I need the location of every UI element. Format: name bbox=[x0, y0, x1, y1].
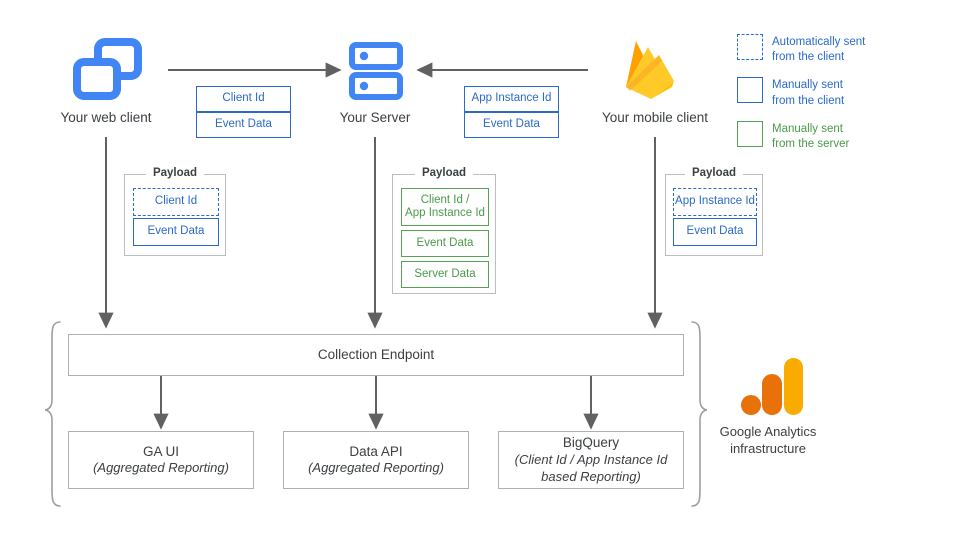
infrastructure-caption-line2: infrastructure bbox=[730, 440, 806, 456]
mobile-client-label: Your mobile client bbox=[601, 110, 709, 125]
server-icon bbox=[349, 42, 403, 100]
chip-web-client-id: Client Id bbox=[196, 86, 291, 112]
chip-mobile-app-instance-id: App Instance Id bbox=[464, 86, 559, 112]
collection-endpoint-label: Collection Endpoint bbox=[317, 347, 435, 363]
output-bigquery-title: BigQuery bbox=[562, 435, 620, 451]
legend-swatch-dashed-blue bbox=[737, 34, 763, 60]
collection-endpoint-box: Collection Endpoint bbox=[68, 334, 684, 376]
infrastructure-brace-right bbox=[691, 321, 708, 507]
payload-web-client-legend: Payload bbox=[145, 167, 205, 179]
output-box-bigquery: BigQuery (Client Id / App Instance Id ba… bbox=[498, 431, 684, 489]
legend: Automatically sent from the client Manua… bbox=[737, 34, 952, 152]
output-data-api-title: Data API bbox=[349, 443, 403, 459]
payload-server-item-event-data: Event Data bbox=[401, 230, 489, 257]
payload-server-item-ids-line2: App Instance Id bbox=[405, 207, 485, 219]
payload-server: Payload Client Id / App Instance Id Even… bbox=[392, 167, 496, 294]
payload-web-item-event-data: Event Data bbox=[133, 218, 219, 246]
payload-web-client: Payload Client Id Event Data bbox=[124, 167, 226, 256]
chip-mobile-event-data: Event Data bbox=[464, 112, 559, 138]
legend-label-manual-server-line1: Manually sent bbox=[772, 122, 843, 135]
legend-swatch-solid-green bbox=[737, 120, 763, 147]
infrastructure-caption-line1: Google Analytics bbox=[719, 424, 817, 439]
legend-item-manual-server: Manually sent from the server bbox=[737, 120, 952, 152]
output-bigquery-subtitle2: based Reporting) bbox=[541, 468, 641, 484]
payload-web-item-client-id: Client Id bbox=[133, 188, 219, 216]
payload-server-item-ids: Client Id / App Instance Id bbox=[401, 188, 489, 226]
web-client-icon bbox=[73, 38, 142, 100]
firebase-icon bbox=[618, 35, 682, 103]
google-analytics-logo bbox=[740, 358, 803, 416]
legend-label-manual-server-line2: from the server bbox=[772, 137, 850, 150]
output-ga-ui-title: GA UI bbox=[142, 443, 179, 459]
legend-label-automatic-client-line1: Automatically sent bbox=[772, 36, 866, 48]
legend-swatch-solid-blue bbox=[737, 77, 763, 104]
payload-server-item-ids-line1: Client Id / bbox=[420, 193, 470, 206]
payload-mobile-item-app-instance-id: App Instance Id bbox=[673, 188, 757, 216]
output-box-data-api: Data API (Aggregated Reporting) bbox=[283, 431, 469, 489]
chip-web-event-data: Event Data bbox=[196, 112, 291, 138]
legend-label-manual-client: Manually sent from the client bbox=[772, 77, 844, 108]
server-label: Your Server bbox=[339, 110, 411, 125]
infrastructure-brace-left bbox=[44, 321, 61, 507]
legend-label-manual-server: Manually sent from the server bbox=[772, 121, 849, 152]
payload-mobile-item-event-data: Event Data bbox=[673, 218, 757, 246]
payload-server-legend: Payload bbox=[414, 167, 474, 179]
infrastructure-caption: Google Analytics infrastructure bbox=[688, 424, 848, 458]
payload-mobile-client: Payload App Instance Id Event Data bbox=[665, 167, 763, 256]
payload-server-item-server-data: Server Data bbox=[401, 261, 489, 288]
legend-label-manual-client-line2: from the client bbox=[772, 94, 845, 107]
legend-label-automatic-client-line2: from the client bbox=[772, 51, 845, 64]
legend-label-manual-client-line1: Manually sent bbox=[772, 79, 843, 92]
output-box-ga-ui: GA UI (Aggregated Reporting) bbox=[68, 431, 254, 489]
web-client-label: Your web client bbox=[60, 110, 152, 125]
output-bigquery-subtitle: (Client Id / App Instance Id bbox=[514, 451, 668, 467]
legend-item-automatic-client: Automatically sent from the client bbox=[737, 34, 952, 65]
payload-mobile-client-legend: Payload bbox=[684, 167, 744, 179]
legend-item-manual-client: Manually sent from the client bbox=[737, 77, 952, 108]
output-data-api-subtitle: (Aggregated Reporting) bbox=[308, 460, 444, 476]
output-ga-ui-subtitle: (Aggregated Reporting) bbox=[93, 460, 229, 476]
legend-label-automatic-client: Automatically sent from the client bbox=[772, 34, 865, 65]
